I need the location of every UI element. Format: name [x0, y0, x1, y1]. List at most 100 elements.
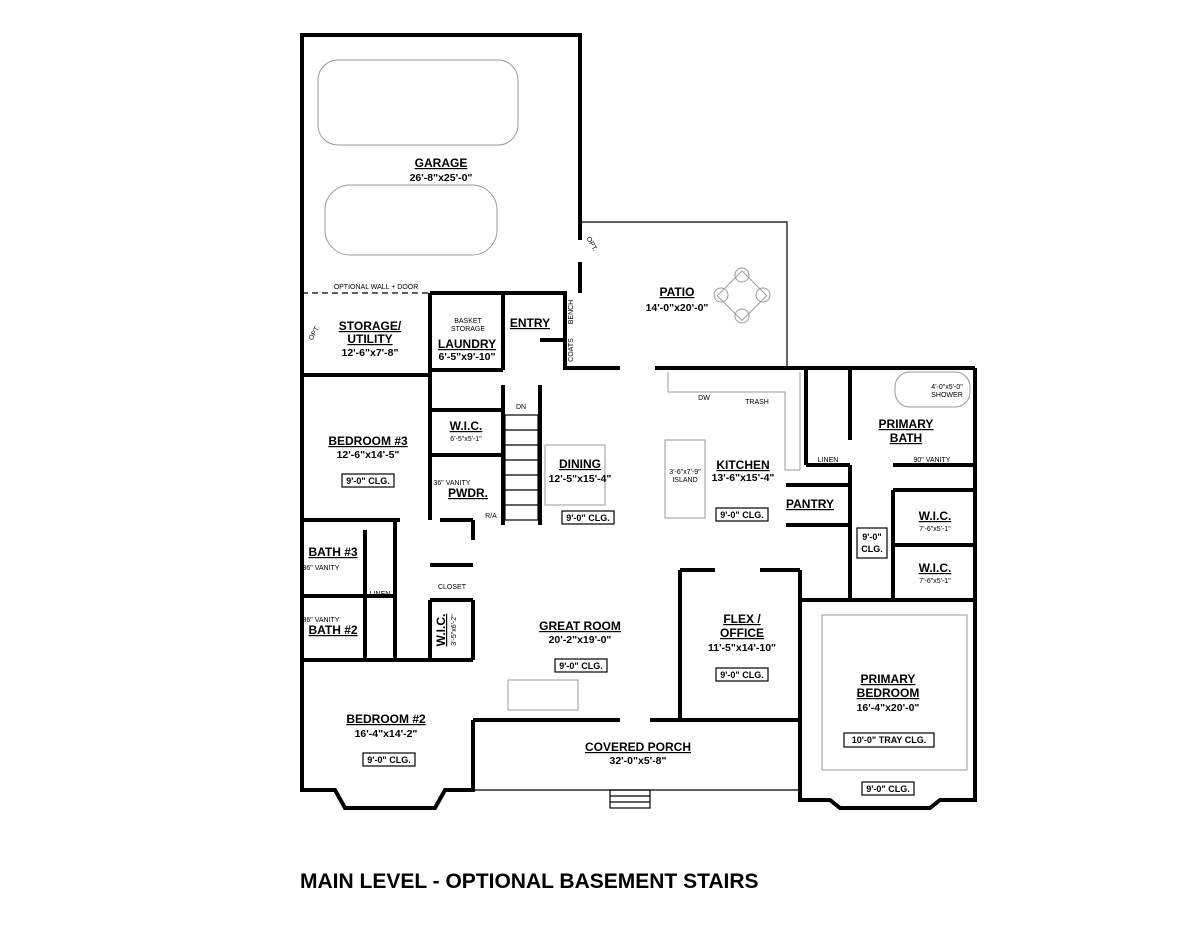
bath3-name: BATH #3 — [308, 545, 357, 559]
powder-name: PWDR. — [448, 486, 488, 500]
basket-note-1: BASKET — [454, 318, 482, 325]
dining-dims: 12'-5"x15'-4" — [549, 473, 612, 485]
hall-ceiling-box — [856, 527, 888, 559]
vanity-note-pwdr: 36" VANITY — [434, 480, 471, 487]
storage-dims: 12'-6"x7'-8" — [342, 347, 399, 359]
car-drawing — [324, 184, 498, 256]
trash-note: TRASH — [745, 399, 769, 406]
opt-note-garage: OPT. — [584, 236, 598, 253]
tub-icon — [894, 371, 971, 408]
garage-name: GARAGE — [415, 156, 468, 170]
great-room-ceiling-box — [554, 658, 608, 673]
porch-steps — [609, 789, 651, 809]
flex-name-1: FLEX / — [723, 612, 761, 626]
primary-bedroom-name-2: BEDROOM — [857, 686, 920, 700]
patio-dims: 14'-0"x20'-0" — [646, 302, 709, 314]
porch-name: COVERED PORCH — [585, 740, 691, 754]
closet-note: CLOSET — [438, 584, 467, 591]
basement-stairs — [504, 414, 539, 521]
primary-bay-ceiling-box — [861, 781, 915, 796]
bedroom2-ceiling: 9'-0" CLG. — [367, 755, 410, 765]
bath2-name: BATH #2 — [308, 623, 357, 637]
island-note-1: 3'-6"x7'-9" — [669, 469, 701, 476]
exterior-walls — [300, 291, 977, 810]
shower-note-2: SHOWER — [931, 392, 963, 399]
storage-name-1: STORAGE/ — [339, 319, 402, 333]
wic1-dims: 7'-6"x5'-1" — [919, 526, 951, 533]
bedroom2-ceiling-box — [362, 752, 416, 767]
basket-note-2: STORAGE — [451, 326, 485, 333]
kitchen-counter — [667, 372, 801, 471]
patio-outline — [580, 221, 788, 368]
wic2-dims: 7'-6"x5'-1" — [919, 578, 951, 585]
vanity90-note: 90" VANITY — [914, 457, 951, 464]
dining-name: DINING — [559, 457, 601, 471]
dining-ceiling-box — [561, 510, 615, 525]
kitchen-ceiling: 9'-0" CLG. — [720, 510, 763, 520]
linen-note-hall: LINEN — [370, 591, 391, 598]
dn-note: DN — [516, 404, 526, 411]
tray-ceiling-outline — [821, 614, 968, 771]
primary-bedroom-ceiling-box — [843, 732, 935, 748]
great-room-dims: 20'-2"x19'-0" — [549, 634, 612, 646]
bedroom3-dims: 12'-6"x14'-5" — [337, 449, 400, 461]
entry-name: ENTRY — [510, 316, 550, 330]
wic-bed3-dims: 6'-5"x5'-1" — [450, 436, 482, 443]
opt-note: OPT. — [308, 325, 322, 342]
coats-note: COATS — [568, 338, 575, 362]
interior-walls — [302, 293, 975, 720]
sofa — [507, 679, 579, 711]
dw-note: DW — [698, 395, 710, 402]
dining-table — [544, 444, 606, 506]
wic-bed3-name: W.I.C. — [450, 419, 483, 433]
garage-dims: 26'-8"x25'-0" — [410, 172, 473, 184]
flex-dims: 11'-5"x14'-10" — [708, 642, 776, 654]
wic-hall-name: W.I.C. — [434, 614, 448, 647]
storage-name-2: UTILITY — [347, 332, 392, 346]
shower-note-1: 4'-0"x5'-0" — [931, 384, 963, 391]
primary-bath-name-1: PRIMARY — [879, 417, 934, 431]
bedroom2-name: BEDROOM #2 — [346, 712, 426, 726]
truck-drawing — [317, 59, 519, 146]
kitchen-dims: 13'-6"x15'-4" — [712, 472, 775, 484]
hall-ceiling-2: CLG. — [861, 544, 883, 554]
kitchen-island — [664, 439, 706, 519]
primary-bedroom-ceiling: 10'-0" TRAY CLG. — [852, 735, 926, 745]
plan-title: MAIN LEVEL - OPTIONAL BASEMENT STAIRS — [300, 870, 759, 893]
kitchen-ceiling-box — [715, 507, 769, 522]
linen-note: LINEN — [818, 457, 839, 464]
wic2-name: W.I.C. — [919, 561, 952, 575]
kitchen-name: KITCHEN — [716, 458, 769, 472]
wic1-name: W.I.C. — [919, 509, 952, 523]
primary-bedroom-dims: 16'-4"x20'-0" — [857, 702, 920, 714]
primary-bedroom-name-1: PRIMARY — [861, 672, 916, 686]
bedroom3-ceiling: 9'-0" CLG. — [346, 476, 389, 486]
primary-bay-ceiling: 9'-0" CLG. — [866, 784, 909, 794]
bench-note: BENCH — [568, 300, 575, 325]
bedroom3-name: BEDROOM #3 — [328, 434, 408, 448]
patio-table-icon — [713, 267, 771, 324]
flex-name-2: OFFICE — [720, 626, 764, 640]
island-note-2: ISLAND — [672, 477, 697, 484]
laundry-dims: 6'-5"x9'-10" — [439, 351, 496, 363]
garage-walls — [300, 33, 582, 294]
vanity-note-bath2: 36" VANITY — [303, 617, 340, 624]
primary-bath-name-2: BATH — [890, 431, 922, 445]
dining-ceiling: 9'-0" CLG. — [566, 513, 609, 523]
hall-ceiling-1: 9'-0" — [862, 532, 881, 542]
pantry-name: PANTRY — [786, 497, 834, 511]
patio-name: PATIO — [660, 285, 695, 299]
vanity-note-bath3: 36" VANITY — [303, 565, 340, 572]
great-room-name: GREAT ROOM — [539, 619, 621, 633]
flex-ceiling: 9'-0" CLG. — [720, 670, 763, 680]
flex-ceiling-box — [715, 667, 769, 682]
bedroom2-dims: 16'-4"x14'-2" — [355, 728, 418, 740]
bedroom3-ceiling-box — [341, 473, 395, 488]
optional-wall-note: OPTIONAL WALL + DOOR — [334, 284, 419, 291]
ra-note: R/A — [485, 513, 497, 520]
wic-hall-dims: 3'-5"x6'-2" — [451, 614, 458, 646]
great-room-ceiling: 9'-0" CLG. — [559, 661, 602, 671]
porch-dims: 32'-0"x5'-8" — [610, 755, 667, 767]
laundry-name: LAUNDRY — [438, 337, 496, 351]
